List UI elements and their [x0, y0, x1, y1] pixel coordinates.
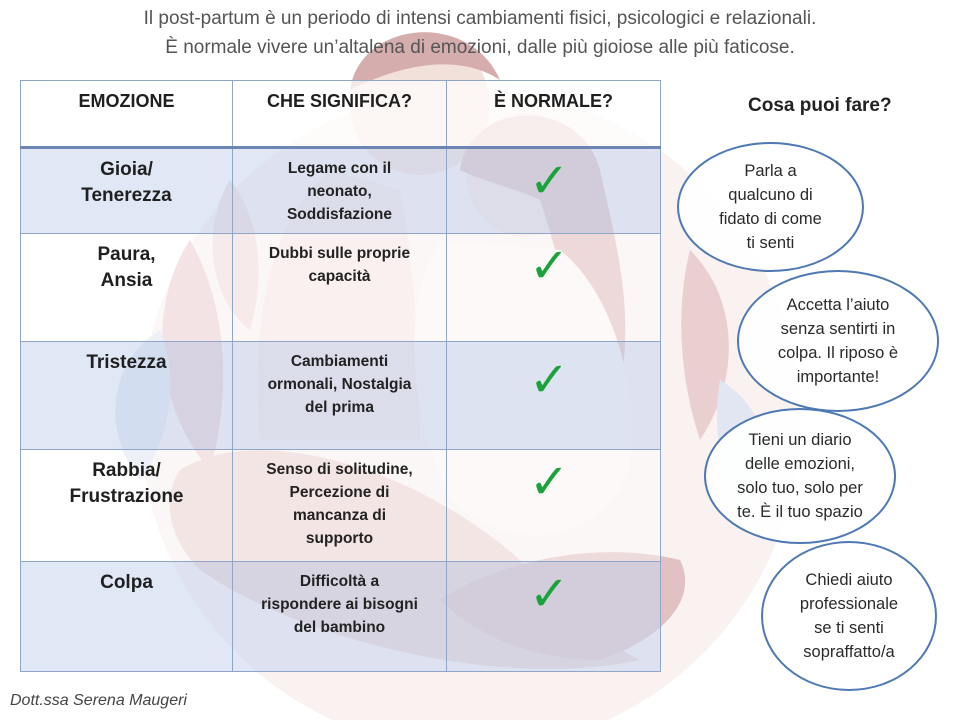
meaning-cell: Legame con il neonato, Soddisfazione: [232, 147, 447, 234]
intro-line-1: Il post-partum è un periodo di intensi c…: [143, 8, 817, 29]
normal-cell: ✓: [446, 147, 661, 234]
table-row: Tristezza Cambiamenti ormonali, Nostalgi…: [20, 341, 661, 450]
emotion-cell: Paura, Ansia: [20, 233, 233, 342]
emotions-table: EMOZIONE CHE SIGNIFICA? È NORMALE? Gioia…: [20, 80, 661, 672]
normal-cell: ✓: [446, 449, 661, 562]
table-row: Colpa Difficoltà a rispondere ai bisogni…: [20, 561, 661, 672]
checkmark-icon: ✓: [529, 352, 570, 408]
checkmark-icon: ✓: [529, 566, 570, 622]
emotion-cell: Colpa: [20, 561, 233, 672]
normal-cell: ✓: [446, 341, 661, 450]
meaning-cell: Dubbi sulle proprie capacità: [232, 233, 447, 342]
header-normal: È NORMALE?: [446, 80, 661, 149]
advice-bubble-professional: Chiedi aiuto professionale se ti senti s…: [761, 541, 937, 691]
checkmark-icon: ✓: [529, 153, 570, 209]
emotion-cell: Tristezza: [20, 341, 233, 450]
emotion-cell: Gioia/ Tenerezza: [20, 147, 233, 234]
intro-text: Il post-partum è un periodo di intensi c…: [0, 4, 960, 62]
table-row: Rabbia/ Frustrazione Senso di solitudine…: [20, 449, 661, 562]
checkmark-icon: ✓: [529, 238, 570, 294]
table-row: Paura, Ansia Dubbi sulle proprie capacit…: [20, 233, 661, 342]
table-header-row: EMOZIONE CHE SIGNIFICA? È NORMALE?: [20, 80, 661, 149]
advice-bubble-talk: Parla a qualcuno di fidato di come ti se…: [677, 142, 864, 272]
normal-cell: ✓: [446, 561, 661, 672]
header-emotion: EMOZIONE: [20, 80, 233, 149]
side-title: Cosa puoi fare?: [748, 95, 892, 116]
meaning-cell: Cambiamenti ormonali, Nostalgia del prim…: [232, 341, 447, 450]
intro-line-2: È normale vivere un’altalena di emozioni…: [165, 37, 795, 58]
normal-cell: ✓: [446, 233, 661, 342]
emotion-cell: Rabbia/ Frustrazione: [20, 449, 233, 562]
header-meaning: CHE SIGNIFICA?: [232, 80, 447, 149]
advice-bubble-accept-help: Accetta l’aiuto senza sentirti in colpa.…: [737, 270, 939, 412]
meaning-cell: Difficoltà a rispondere ai bisogni del b…: [232, 561, 447, 672]
advice-bubble-diary: Tieni un diario delle emozioni, solo tuo…: [704, 408, 896, 544]
author-credit: Dott.ssa Serena Maugeri: [10, 692, 187, 709]
checkmark-icon: ✓: [529, 454, 570, 510]
meaning-cell: Senso di solitudine, Percezione di manca…: [232, 449, 447, 562]
table-row: Gioia/ Tenerezza Legame con il neonato, …: [20, 147, 661, 234]
